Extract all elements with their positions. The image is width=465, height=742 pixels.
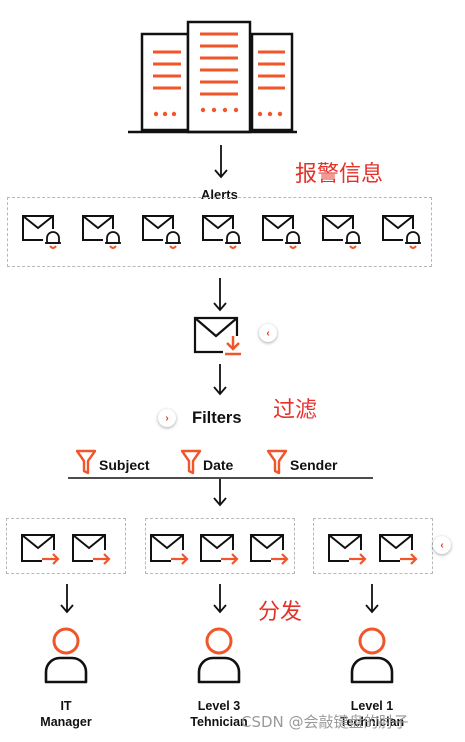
collapse-button[interactable]: ‹ bbox=[433, 536, 451, 554]
mail-alert-icon bbox=[262, 215, 301, 249]
mail-forward-icon bbox=[72, 534, 111, 565]
expand-button[interactable]: › bbox=[158, 409, 176, 427]
mail-forward-icon bbox=[328, 534, 367, 565]
arrow-down-icon bbox=[213, 584, 227, 614]
annotation-filtering: 过滤 bbox=[273, 398, 318, 423]
route-group-it bbox=[6, 518, 126, 574]
divider-line bbox=[68, 477, 373, 479]
filter-sender[interactable]: Sender bbox=[290, 457, 338, 473]
recipient-line2: Tehnician bbox=[190, 715, 248, 729]
alerts-group bbox=[7, 197, 432, 267]
collapse-button[interactable]: ‹ bbox=[259, 324, 277, 342]
arrow-down-icon bbox=[214, 145, 228, 179]
mail-forward-icon bbox=[200, 534, 239, 565]
person-icon bbox=[197, 627, 241, 684]
filter-subject[interactable]: Subject bbox=[99, 457, 150, 473]
mail-forward-icon bbox=[379, 534, 418, 565]
person-icon bbox=[44, 627, 88, 684]
filters-title: Filters bbox=[192, 409, 242, 427]
recipient-line1: IT bbox=[60, 699, 72, 713]
watermark: CSDN @会敲键盘的肘子 bbox=[241, 713, 409, 731]
recipient-line1: Level 1 bbox=[350, 699, 394, 713]
server-icon bbox=[128, 20, 297, 134]
recipient-level1: Level 1 Technician bbox=[317, 698, 427, 730]
recipient-level3: Level 3 Tehnician bbox=[164, 698, 274, 730]
annotation-alarm-info: 报警信息 bbox=[295, 162, 384, 187]
arrow-down-icon bbox=[213, 278, 227, 312]
recipient-it-manager: IT Manager bbox=[11, 698, 121, 730]
arrow-down-icon bbox=[365, 584, 379, 614]
arrow-down-icon bbox=[213, 479, 227, 507]
filter-date[interactable]: Date bbox=[203, 457, 234, 473]
funnel-icon bbox=[266, 449, 288, 475]
recipient-line2: Technician bbox=[339, 715, 405, 729]
recipient-line2: Manager bbox=[40, 715, 92, 729]
mail-alert-icon bbox=[322, 215, 361, 249]
annotation-distribution: 分发 bbox=[258, 600, 303, 625]
arrow-down-icon bbox=[60, 584, 74, 614]
mail-alert-icon bbox=[142, 215, 181, 249]
arrow-down-icon bbox=[213, 364, 227, 396]
funnel-icon bbox=[180, 449, 202, 475]
mail-forward-icon bbox=[250, 534, 289, 565]
funnel-icon bbox=[75, 449, 97, 475]
person-icon bbox=[350, 627, 394, 684]
mail-alert-icon bbox=[202, 215, 241, 249]
mail-alert-icon bbox=[382, 215, 421, 249]
mail-download-icon bbox=[193, 316, 241, 356]
route-group-level3 bbox=[145, 518, 295, 574]
mail-forward-icon bbox=[150, 534, 189, 565]
recipient-line1: Level 3 bbox=[197, 699, 241, 713]
mail-alert-icon bbox=[22, 215, 61, 249]
alerts-label: Alerts bbox=[201, 187, 238, 202]
mail-forward-icon bbox=[21, 534, 60, 565]
route-group-level1 bbox=[313, 518, 433, 574]
mail-alert-icon bbox=[82, 215, 121, 249]
